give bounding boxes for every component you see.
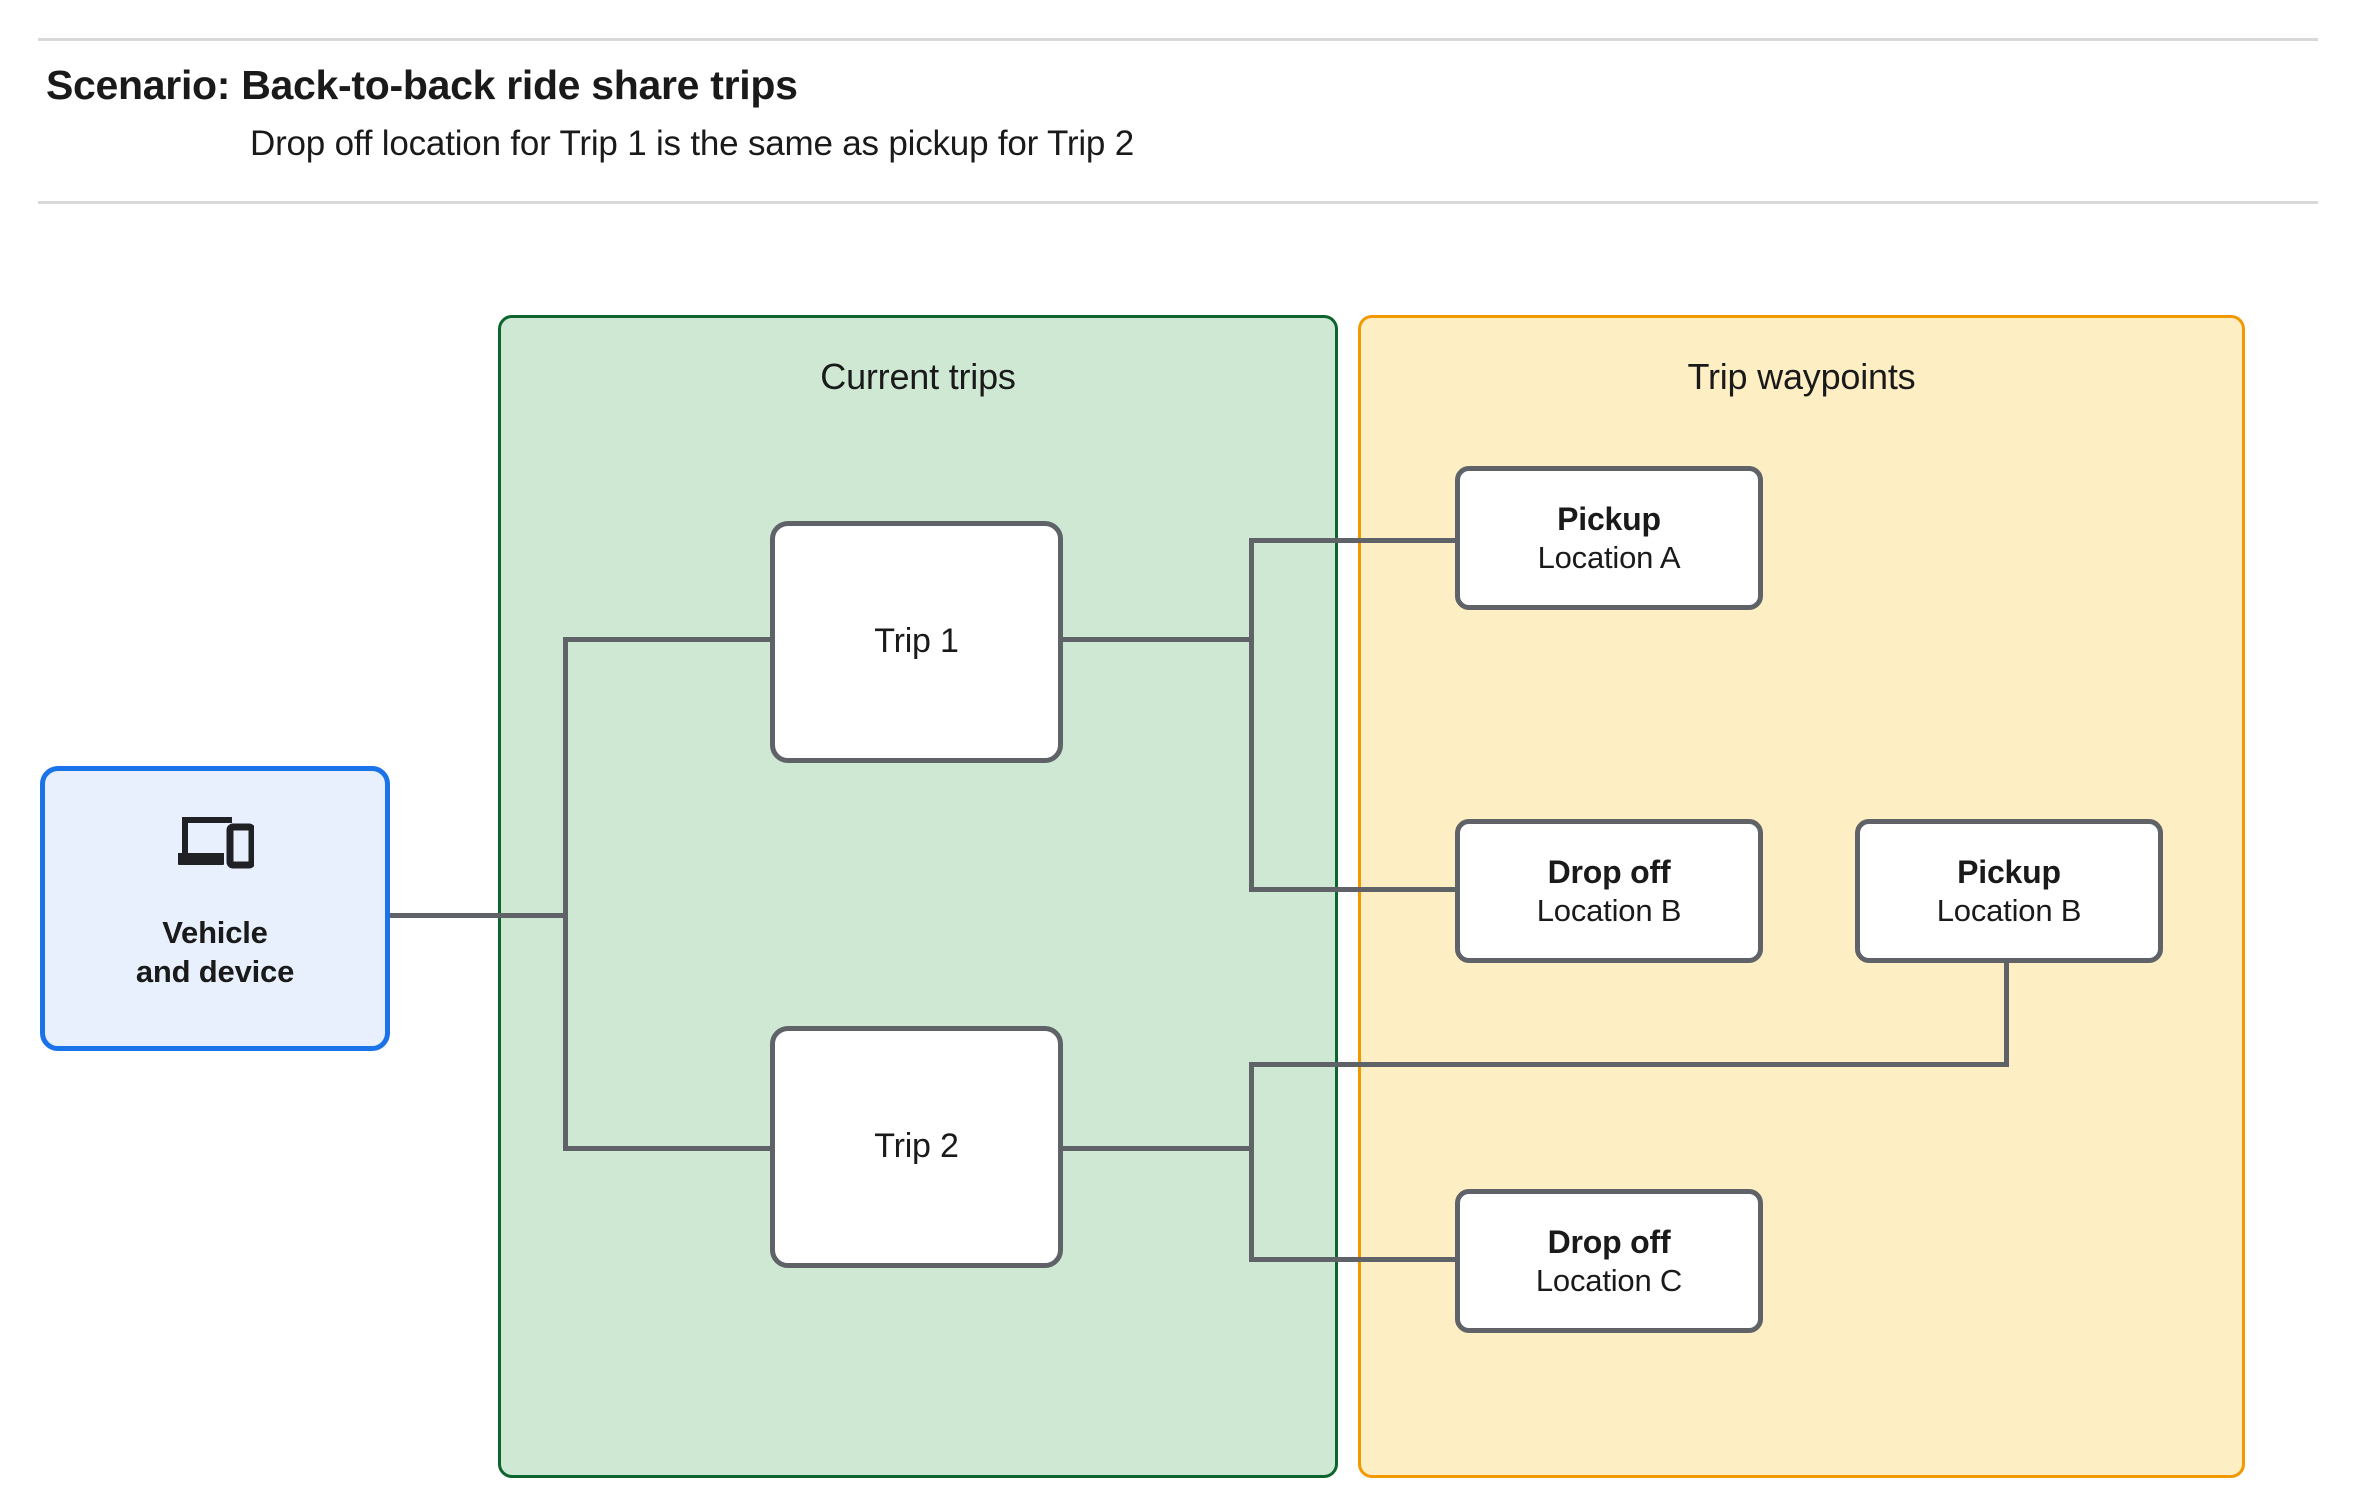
waypoint-pickup-a-title: Pickup [1557, 500, 1661, 537]
waypoint-pickup-b[interactable]: Pickup Location B [1855, 819, 2163, 963]
connector-trip1-to-dropoff-b [1249, 887, 1458, 892]
connector-trunk-vertical [563, 637, 568, 1151]
node-vehicle-and-device[interactable]: Vehicle and device [40, 766, 390, 1051]
connector-trip1-vertical [1249, 538, 1254, 892]
waypoint-pickup-b-location: Location B [1936, 892, 2082, 928]
connector-trunk-to-trip2 [563, 1146, 773, 1151]
waypoint-dropoff-b[interactable]: Drop off Location B [1455, 819, 1763, 963]
vehicle-label: Vehicle and device [136, 914, 294, 992]
waypoint-dropoff-c-title: Drop off [1547, 1223, 1671, 1260]
node-trip-1-label: Trip 1 [874, 622, 959, 661]
vehicle-label-line2: and device [135, 953, 295, 989]
waypoint-dropoff-c[interactable]: Drop off Location C [1455, 1189, 1763, 1333]
connector-trip1-out [1060, 637, 1252, 642]
connector-trip2-to-pickup-b [1249, 1062, 2009, 1067]
waypoint-pickup-a-location: Location A [1537, 539, 1681, 575]
waypoint-dropoff-c-location: Location C [1535, 1262, 1683, 1298]
panel-current-trips-title: Current trips [820, 356, 1016, 397]
panel-trip-waypoints-title: Trip waypoints [1687, 356, 1916, 397]
page-title: Scenario: Back-to-back ride share trips [46, 62, 798, 108]
connector-trip1-to-pickup-a [1249, 538, 1458, 543]
header-rule-top [38, 38, 2318, 41]
connector-trunk-to-trip1 [563, 637, 773, 642]
node-trip-1[interactable]: Trip 1 [770, 521, 1063, 763]
panel-current-trips: Current trips [498, 315, 1338, 1478]
connector-trip2-vertical [1249, 1062, 1254, 1261]
vehicle-label-line1: Vehicle [162, 915, 268, 950]
connector-pickup-b-down [2004, 962, 2009, 1067]
page-subtitle: Drop off location for Trip 1 is the same… [250, 124, 1134, 163]
connector-trip2-out [1060, 1146, 1252, 1151]
waypoint-pickup-b-title: Pickup [1957, 853, 2061, 890]
waypoint-pickup-a[interactable]: Pickup Location A [1455, 466, 1763, 610]
node-trip-2-label: Trip 2 [874, 1127, 959, 1166]
connector-trip2-to-dropoff-c [1249, 1257, 1458, 1262]
waypoint-dropoff-b-location: Location B [1536, 892, 1682, 928]
waypoint-dropoff-b-title: Drop off [1547, 853, 1671, 890]
header-rule-bottom [38, 201, 2318, 204]
devices-icon [176, 813, 256, 874]
connector-vehicle-to-trunk [390, 913, 568, 918]
node-trip-2[interactable]: Trip 2 [770, 1026, 1063, 1268]
